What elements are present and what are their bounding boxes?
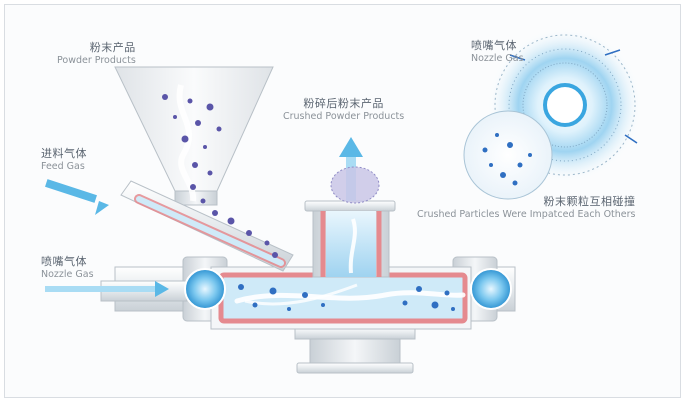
- diagram-frame: 粉末产品 Powder Products 粉碎后粉末产品 Crushed Pow…: [4, 4, 681, 398]
- feed-gas-label: 进料气体 Feed Gas: [41, 147, 87, 173]
- crushed-powder-products-en: Crushed Powder Products: [283, 110, 405, 122]
- hopper-particles: [162, 94, 278, 258]
- impact-magnifier: [463, 110, 553, 200]
- nozzle-gas-top-label: 喷嘴气体 Nozzle Gas: [471, 39, 524, 65]
- feed-tube: [120, 180, 294, 272]
- nozzle-gas-arrow-icon: [45, 281, 169, 297]
- powder-products-zh: 粉末产品: [89, 41, 136, 54]
- powder-products-en: Powder Products: [57, 54, 136, 66]
- chamber-particles: [238, 284, 455, 311]
- crushed-particles-label: 粉末颗粒互相碰撞 Crushed Particles Were Impatced…: [417, 195, 636, 221]
- jet-mill-diagram: [45, 27, 643, 374]
- right-arrow-icon: [45, 179, 109, 215]
- nozzle-gas-left-zh: 喷嘴气体: [41, 255, 87, 268]
- crushed-particles-zh: 粉末颗粒互相碰撞: [543, 195, 636, 208]
- mill-base: [294, 326, 416, 374]
- feed-gas-zh: 进料气体: [41, 147, 87, 160]
- crushed-particles-en: Crushed Particles Were Impatced Each Oth…: [417, 208, 636, 220]
- nozzle-gas-left-en: Nozzle Gas: [41, 268, 94, 280]
- crushed-product-cluster: [330, 166, 380, 204]
- powder-products-label: 粉末产品 Powder Products: [57, 41, 136, 67]
- nozzle-gas-left-label: 喷嘴气体 Nozzle Gas: [41, 255, 94, 281]
- classifier-column: [304, 200, 396, 278]
- feed-hopper: [114, 66, 274, 206]
- nozzle-gas-top-en: Nozzle Gas: [471, 52, 524, 64]
- crushed-powder-products-label: 粉碎后粉末产品 Crushed Powder Products: [283, 97, 404, 123]
- feed-gas-en: Feed Gas: [41, 160, 85, 172]
- nozzle-gas-top-zh: 喷嘴气体: [471, 39, 517, 52]
- crushed-powder-products-zh: 粉碎后粉末产品: [303, 97, 384, 110]
